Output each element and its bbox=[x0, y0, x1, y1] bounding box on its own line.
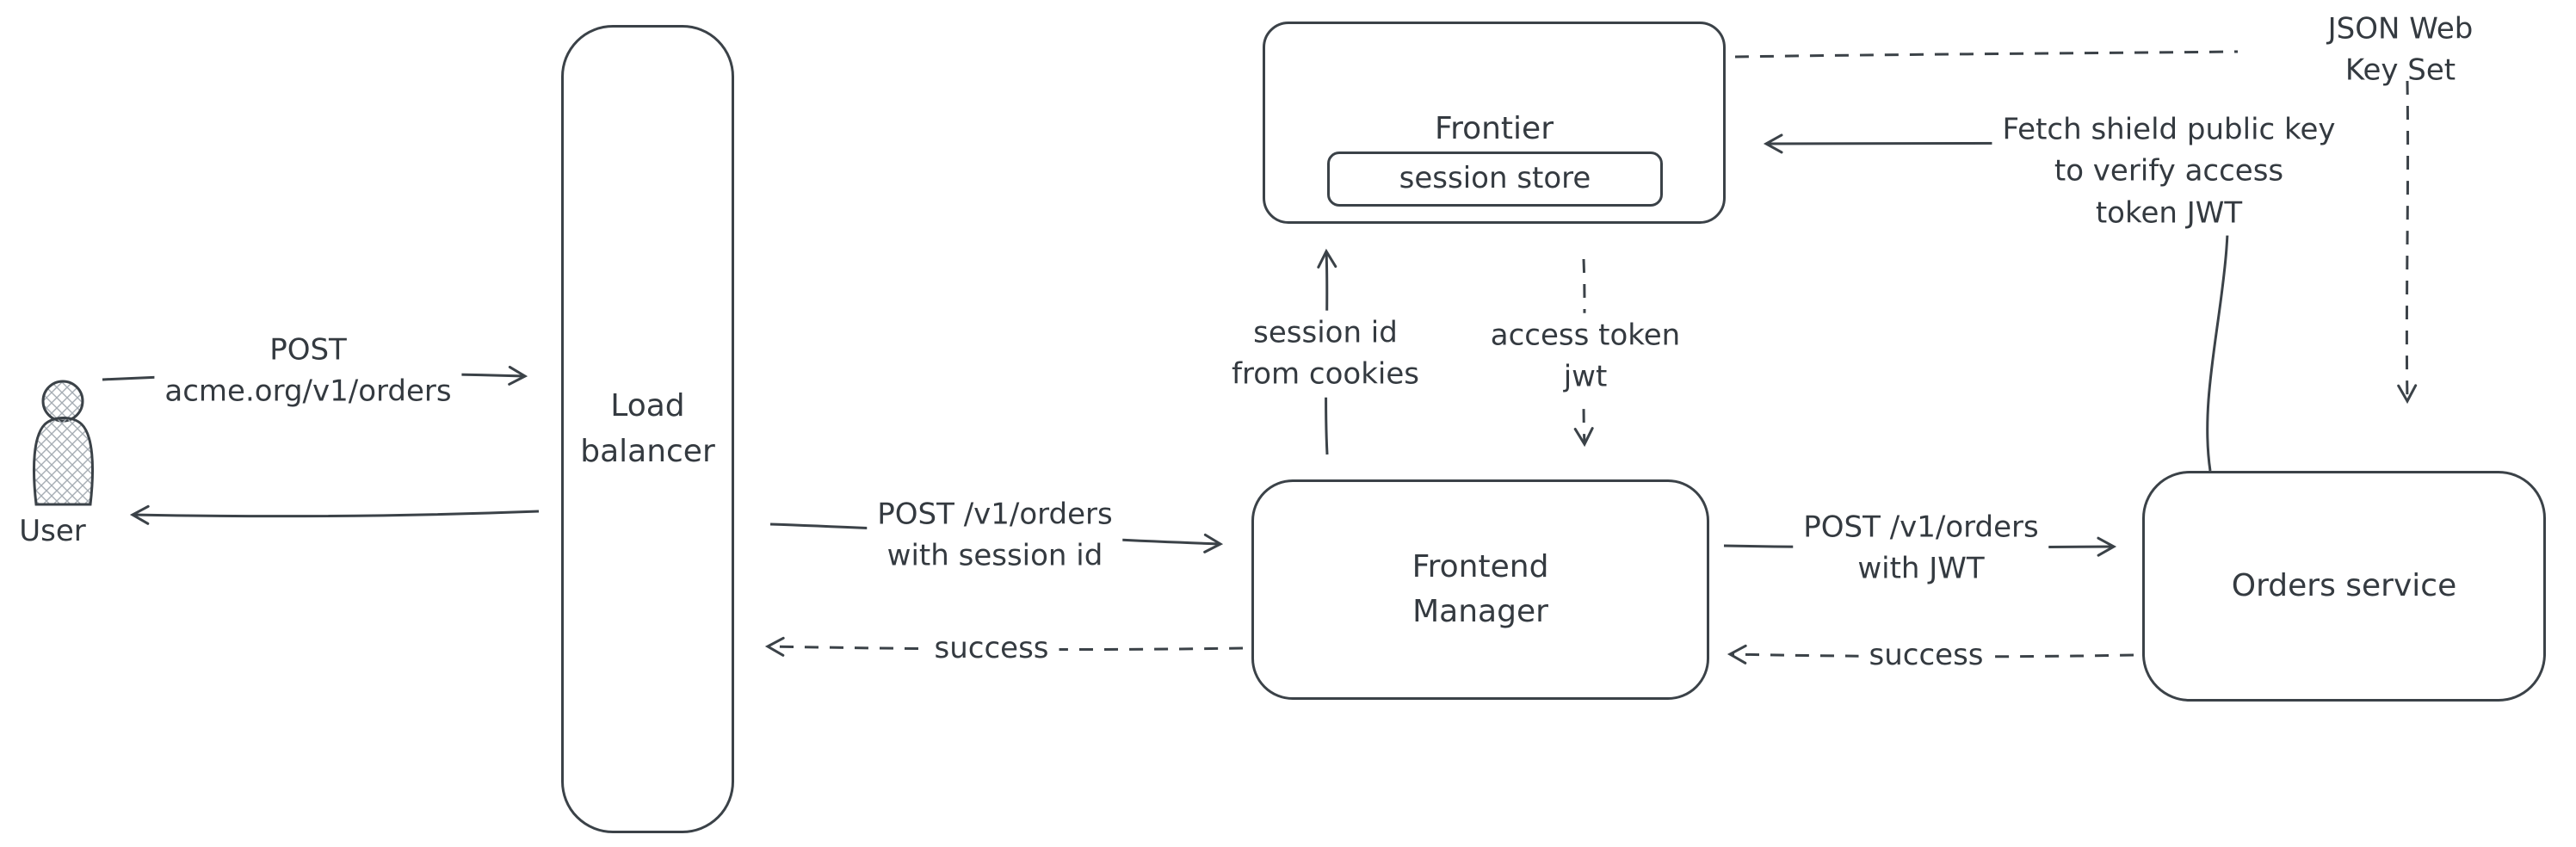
user-body bbox=[32, 417, 95, 506]
edge-label-post-with-jwt: POST /v1/orders with JWT bbox=[1793, 504, 2049, 592]
node-label-frontend-manager: Frontend Manager bbox=[1412, 548, 1549, 629]
user-label: User bbox=[19, 514, 86, 548]
arrow-load-balancer-to-user bbox=[129, 504, 540, 525]
node-orders-service: Orders service bbox=[2142, 471, 2546, 702]
edge-label-success-left: success bbox=[924, 625, 1059, 671]
edge-label-access-token-jwt: access token jwt bbox=[1480, 312, 1691, 400]
user-figure bbox=[32, 380, 95, 506]
edge-label-success-right: success bbox=[1858, 632, 1994, 678]
edge-label-post-orders: POST acme.org/v1/orders bbox=[154, 327, 462, 415]
node-label-load-balancer: Load balancer bbox=[580, 388, 715, 469]
user-head bbox=[41, 380, 84, 423]
node-label-session-store: session store bbox=[1399, 161, 1591, 196]
edge-label-session-id-from-cookies: session id from cookies bbox=[1221, 310, 1430, 398]
node-load-balancer: Load balancer bbox=[561, 25, 734, 833]
edge-label-json-web-key-set: JSON Web Key Set bbox=[2327, 11, 2474, 88]
edge-label-fetch-public-key: Fetch shield public key to verify access… bbox=[1992, 107, 2346, 236]
node-session-store: session store bbox=[1327, 151, 1663, 207]
arrow-jwks-to-orders-service bbox=[2397, 80, 2418, 405]
node-label-frontier: Frontier bbox=[1434, 111, 1554, 146]
edge-label-post-session-id: POST /v1/orders with session id bbox=[867, 492, 1123, 579]
node-label-orders-service: Orders service bbox=[2231, 567, 2457, 603]
node-frontier: Frontier session store bbox=[1263, 22, 1726, 224]
node-frontend-manager: Frontend Manager bbox=[1251, 479, 1709, 700]
line-frontier-to-jwks bbox=[1734, 50, 2239, 59]
